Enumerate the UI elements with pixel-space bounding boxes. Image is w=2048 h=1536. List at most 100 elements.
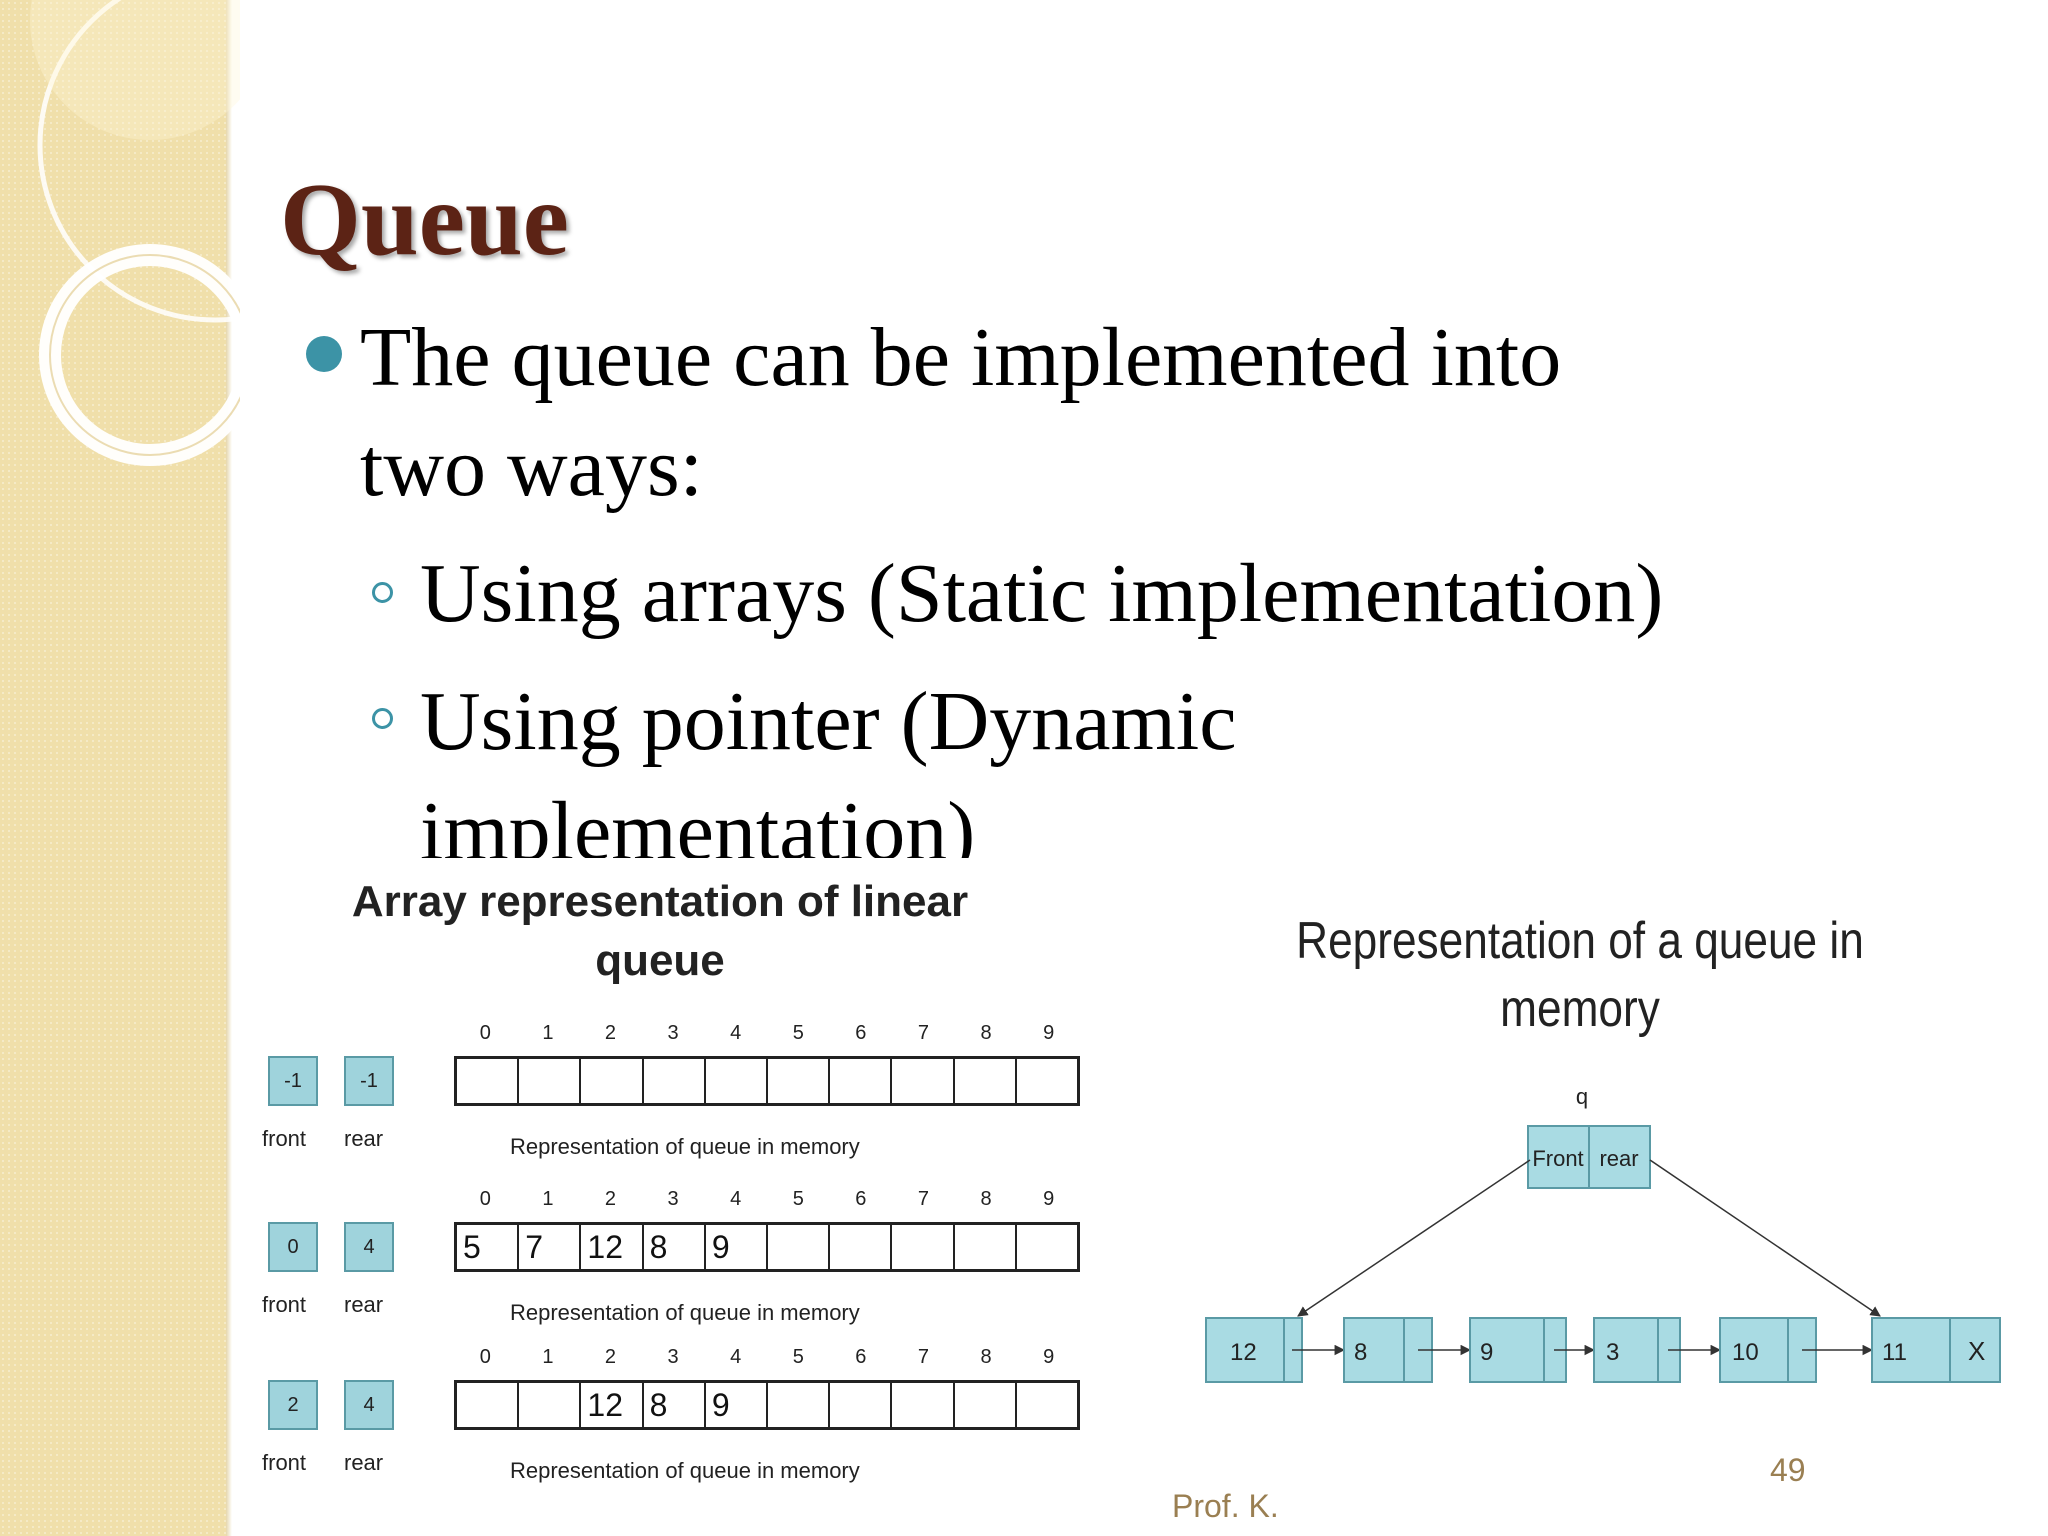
front-value-box: 0 [268,1222,318,1272]
array-index: 8 [980,1188,992,1210]
array-cell: 9 [706,1383,769,1427]
slide-number: 49 [1770,1452,1806,1488]
array-index: 3 [667,1188,679,1210]
array-index: 0 [479,1022,491,1044]
list-node: 10 [1719,1317,1817,1383]
array-cell [955,1059,1017,1103]
array-figure-title-line-1: Array representation of linear [351,877,969,926]
sub-bullet-pointer-line-2: implementation) [420,785,976,859]
rear-value-box: 4 [344,1380,394,1430]
array-cell [457,1059,520,1103]
node-value: 3 [1606,1339,1619,1366]
array-index: 5 [792,1022,804,1044]
array-index-row: 0 1 2 3 4 5 6 7 8 9 [454,1188,1080,1212]
array-index: 9 [1043,1022,1055,1044]
node-value: 10 [1732,1339,1759,1366]
list-node-tail: 11 X [1871,1317,2001,1383]
pointer-label: q [1576,1084,1588,1109]
bullet-text-line-2: two ways: [360,421,703,514]
array-cell: 8 [644,1225,706,1269]
front-label: front [262,1126,307,1151]
array-index: 9 [1043,1188,1055,1210]
node-value: 8 [1354,1339,1367,1366]
front-label: front [262,1450,307,1475]
node-value: 12 [1230,1339,1257,1366]
queue-array-empty [454,1056,1080,1106]
array-index: 4 [730,1188,742,1210]
rear-label: rear [344,1292,384,1317]
memory-figure-title-line-2: memory [1500,979,1660,1038]
null-marker: X [1968,1336,1985,1366]
array-cell: 12 [581,1383,644,1427]
array-index: 1 [542,1022,554,1044]
array-index-row: 0 1 2 3 4 5 6 7 8 9 [454,1022,1080,1046]
rear-label: rear [344,1450,384,1475]
queue-array-after-dequeue: 12 8 9 [454,1380,1080,1430]
array-index: 2 [604,1346,617,1368]
node-value: 9 [1480,1339,1493,1366]
list-node: 9 [1469,1317,1567,1383]
bullet-text-line-1: The queue can be implemented into [360,311,1562,404]
sub-bullet-icon [372,708,393,729]
rear-label: rear [344,1126,384,1151]
array-index: 9 [1043,1346,1055,1368]
array-cell [830,1225,893,1269]
array-cell [892,1059,955,1103]
array-index: 5 [792,1346,804,1368]
memory-figure-title-line-1: Representation of a queue in [1296,912,1864,970]
array-cell [768,1383,831,1427]
sub-bullet-icon [372,582,393,603]
sidebar-edge [226,0,232,1536]
array-cell [892,1225,955,1269]
array-index: 0 [479,1346,491,1368]
front-rear-header-node: Front rear [1527,1125,1651,1189]
sub-bullet-pointer-clip: implementation) [420,780,1220,859]
sub-bullet-pointer: Using pointer (Dynamic [420,675,1237,768]
array-cell [581,1059,644,1103]
array-index: 0 [479,1188,491,1210]
rear-pointer-label: rear [1599,1146,1638,1171]
array-index: 4 [730,1022,742,1044]
array-index: 3 [667,1022,679,1044]
queue-array-filled: 5 7 12 8 9 [454,1222,1080,1272]
node-value: 11 [1882,1339,1907,1366]
array-cell [768,1225,831,1269]
array-index: 8 [980,1022,992,1044]
array-cell [644,1059,706,1103]
array-index: 1 [542,1346,554,1368]
array-cell: 12 [581,1225,644,1269]
front-arrow [1297,1159,1531,1317]
array-figure-title: Array representation of linear queue [290,872,1030,991]
array-cell [457,1383,520,1427]
front-label: front [262,1292,307,1317]
array-cell [768,1059,831,1103]
footer-author: Prof. K. [1172,1488,1279,1524]
array-index: 1 [542,1188,554,1210]
front-value-box: 2 [268,1380,318,1430]
list-node: 8 [1343,1317,1433,1383]
linked-queue-diagram: q Front rear 12 8 9 3 10 11 X [1205,1084,2001,1383]
array-cell [519,1059,582,1103]
slide-title: Queue [280,162,569,277]
array-index-row: 0 1 2 3 4 5 6 7 8 9 [454,1346,1080,1370]
array-index: 6 [855,1346,867,1368]
memory-figure-title: Representation of a queue in memory [1291,908,1869,1043]
array-index: 3 [667,1346,679,1368]
array-cell [1017,1059,1077,1103]
array-cell [955,1225,1017,1269]
array-figure-title-line-2: queue [595,936,725,986]
array-index: 8 [980,1346,992,1368]
array-index: 7 [917,1346,930,1368]
array-cell [1017,1383,1077,1427]
array-index: 7 [917,1188,930,1210]
array-cell: 8 [644,1383,706,1427]
rear-arrow [1649,1159,1881,1317]
list-node: 12 [1205,1317,1303,1383]
array-index: 6 [855,1188,867,1210]
rear-value-box: 4 [344,1222,394,1272]
sub-bullet-arrays: Using arrays (Static implementation) [420,547,1664,640]
front-value-box: -1 [268,1056,318,1106]
decorative-rings [30,0,240,466]
array-index: 7 [917,1022,930,1044]
list-node: 3 [1593,1317,1681,1383]
